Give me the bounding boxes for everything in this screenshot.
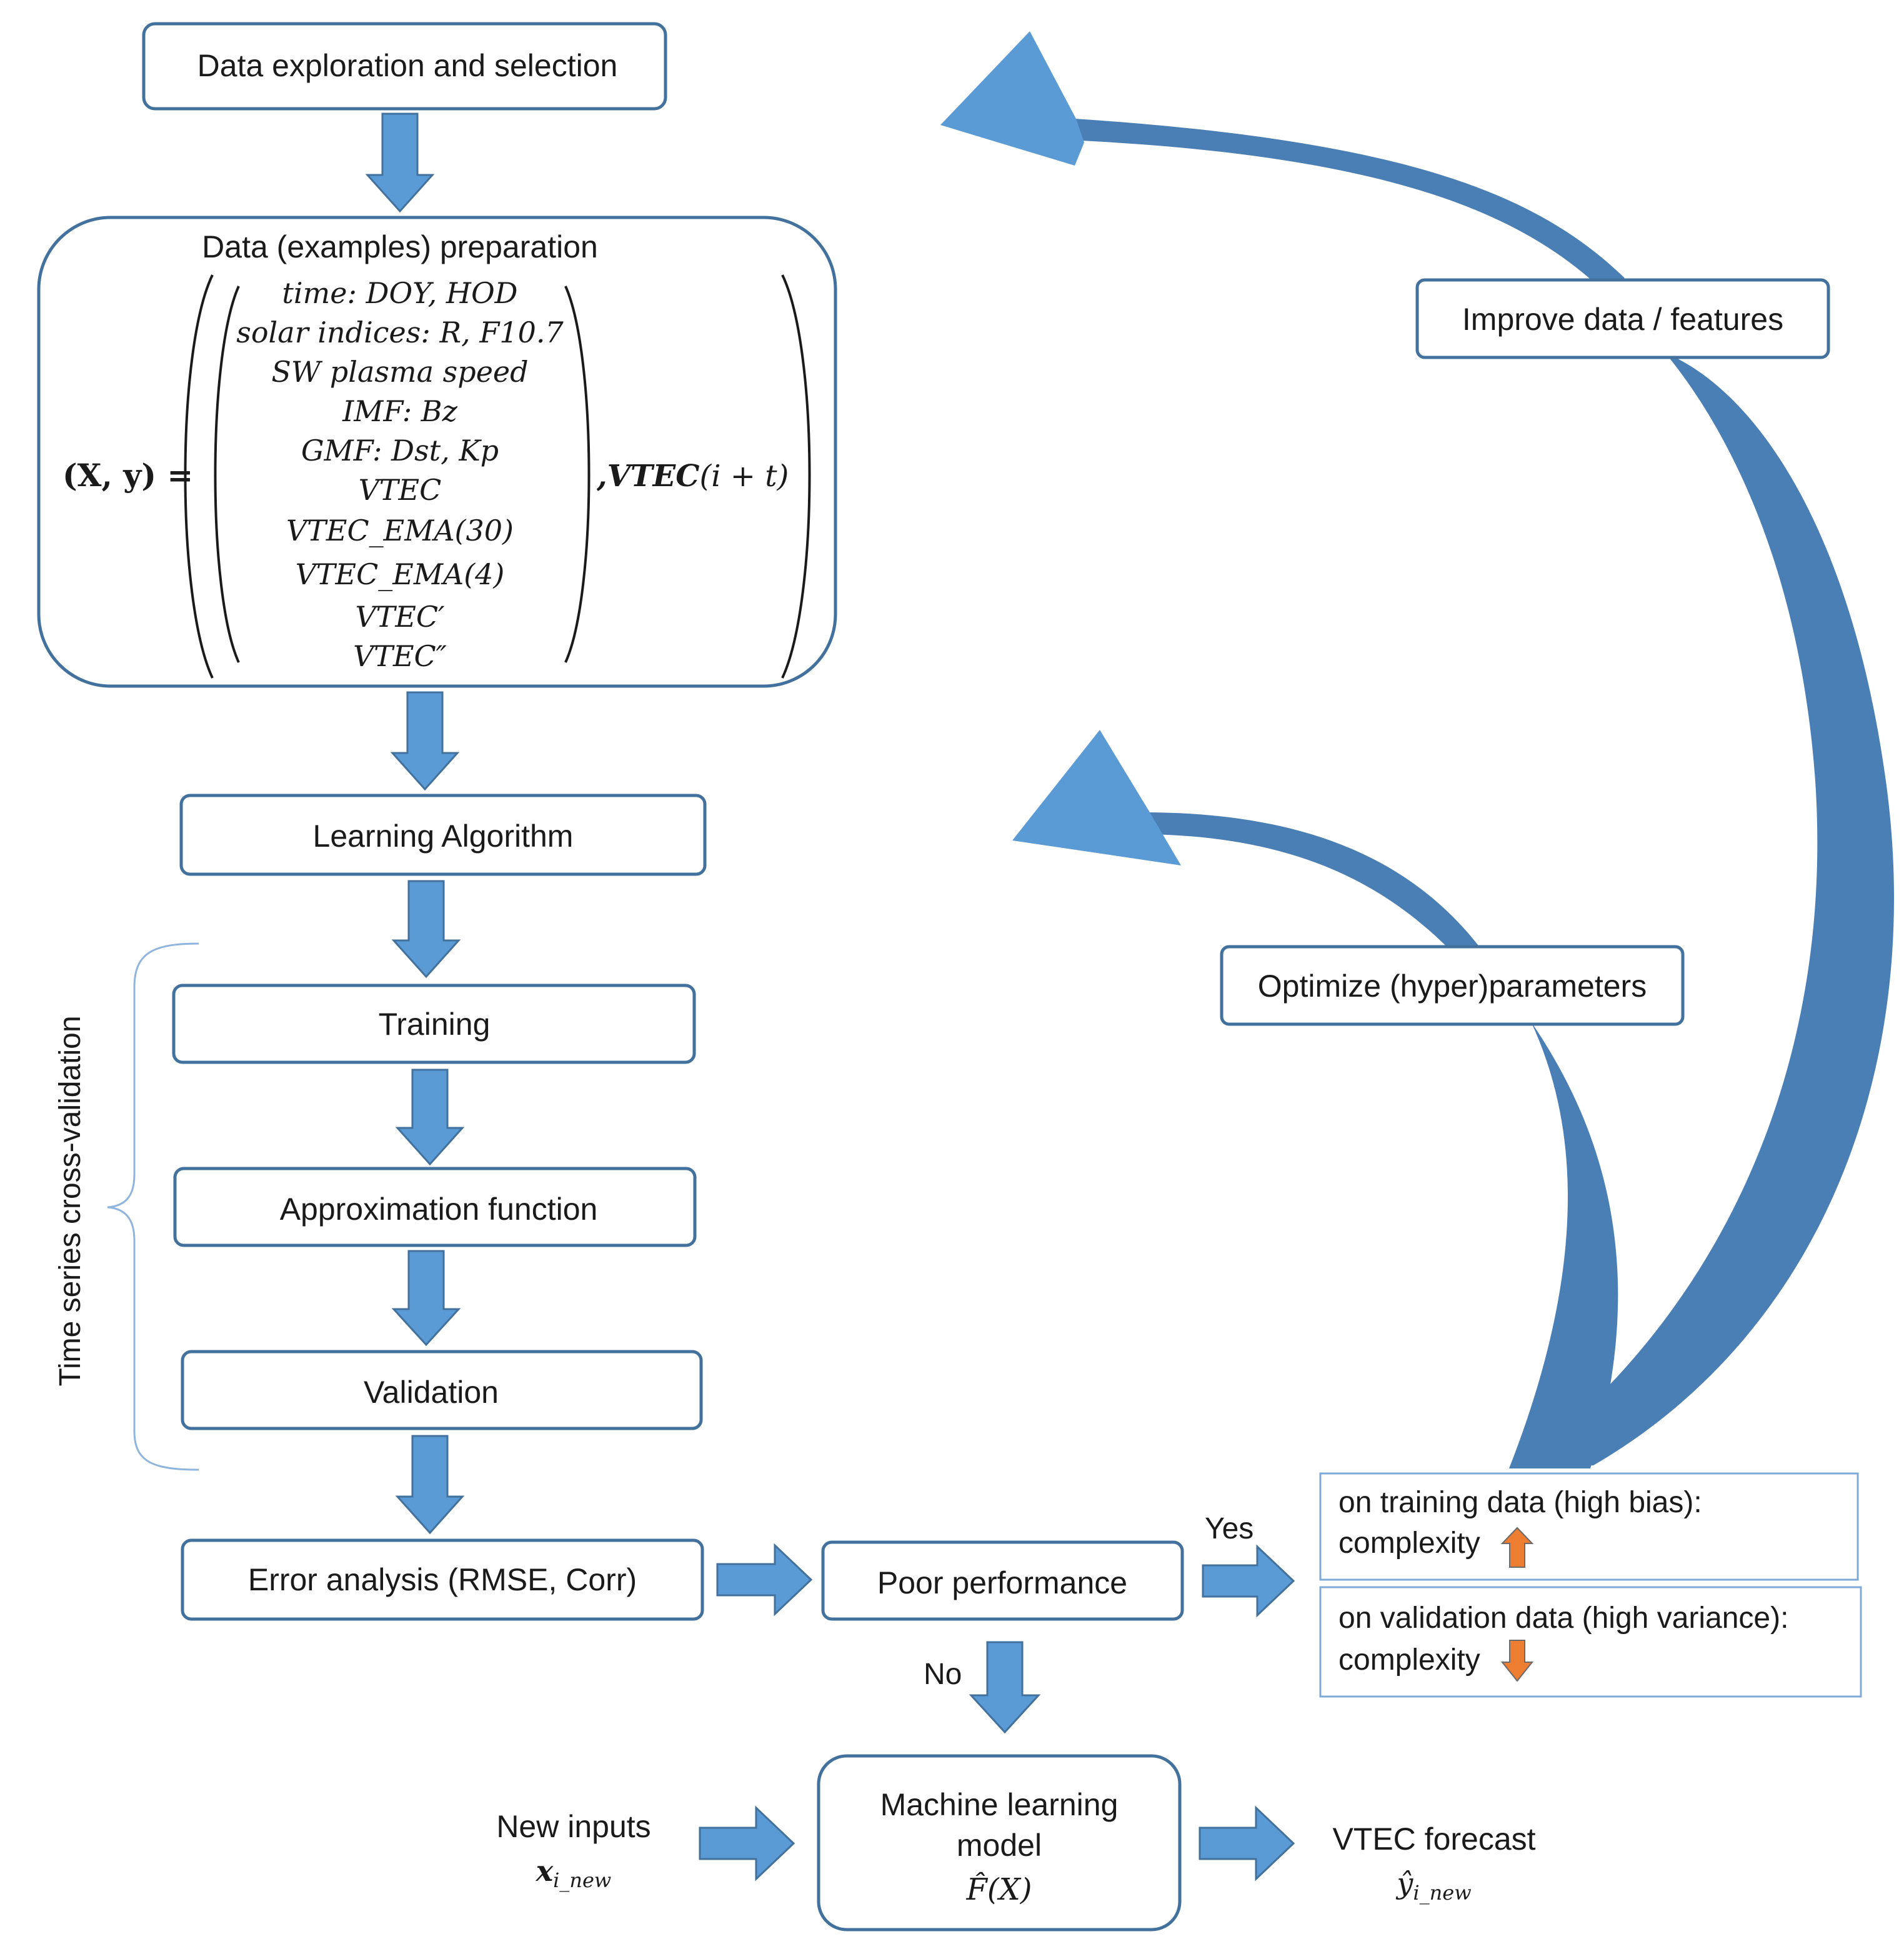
approximation-function-box[interactable]: Approximation function [173,1167,697,1247]
ml-model-label-line1: Machine learning [880,1787,1119,1822]
validation-label: Validation [364,1375,499,1410]
arrow-training-to-approx [395,1069,465,1166]
complexity-up-icon [1500,1527,1534,1568]
ml-model-box[interactable]: Machine learning model F̂(X) [817,1754,1182,1932]
feature-item: VTEC_EMA(30) [286,514,514,547]
learning-algorithm-box[interactable]: Learning Algorithm [179,794,707,876]
outer-left-paren [184,274,214,679]
improve-loop-arrow [940,31,1895,1468]
validation-remedy-line1: on validation data (high variance): [1338,1602,1788,1635]
complexity-down-icon [1500,1640,1534,1682]
data-exploration-box[interactable]: Data exploration and selection [142,22,667,111]
arrow-model-to-forecast [1199,1805,1295,1882]
feature-item: VTEC′ [355,600,445,634]
training-remedy-line1: on training data (high bias): [1338,1486,1702,1519]
arrow-poor-to-model [969,1641,1041,1734]
training-label: Training [379,1007,491,1042]
vtec-forecast-label: VTEC forecast [1332,1822,1535,1857]
arrow-inputs-to-model [699,1805,795,1882]
validation-box[interactable]: Validation [181,1350,703,1430]
outer-right-paren [781,274,811,679]
arrow-explore-to-prep [365,112,435,213]
arrow-validation-to-error [395,1435,465,1535]
optimize-params-box[interactable]: Optimize (hyper)parameters [1220,945,1685,1026]
training-box[interactable]: Training [172,984,696,1064]
arrow-prep-to-learning [390,691,460,791]
cv-bracket [107,942,199,1471]
approximation-function-label: Approximation function [280,1192,598,1227]
poor-performance-box[interactable]: Poor performance [821,1540,1184,1621]
improve-data-box[interactable]: Improve data / features [1415,278,1830,359]
feature-list: time: DOY, HOD solar indices: R, F10.7 S… [236,276,564,673]
inner-right-paren [564,286,591,663]
feature-item: GMF: Dst, Kp [301,434,499,467]
yes-label: Yes [1205,1512,1254,1545]
vtec-forecast-symbol: ŷi_new [1395,1867,1471,1905]
optimize-loop-arrow [1012,730,1618,1468]
feature-item: SW plasma speed [271,355,528,389]
inner-left-paren [214,286,240,663]
formula-lhs: (X, y) = [62,457,193,494]
no-label: No [924,1658,962,1691]
feature-item: IMF: Bz [342,394,457,428]
formula-target: ,VTEC(i + t) [596,459,789,494]
feature-item: VTEC [359,473,442,507]
arrow-learning-to-training [391,880,461,979]
feature-item: VTEC″ [353,639,447,673]
cv-label: Time series cross-validation [54,1015,87,1386]
feature-item: VTEC_EMA(4) [296,557,505,591]
arrow-poor-to-remedies [1202,1544,1295,1618]
data-preparation-title: Data (examples) preparation [202,229,598,264]
new-inputs-label: New inputs [496,1809,650,1844]
poor-performance-label: Poor performance [877,1565,1127,1600]
error-analysis-label: Error analysis (RMSE, Corr) [248,1562,637,1597]
feature-item: time: DOY, HOD [282,276,517,310]
feature-item: solar indices: R, F10.7 [236,316,564,349]
training-remedy-box: on training data (high bias): complexity [1319,1472,1859,1581]
error-analysis-box[interactable]: Error analysis (RMSE, Corr) [181,1538,704,1621]
validation-remedy-box: on validation data (high variance): comp… [1319,1586,1862,1698]
data-preparation-box[interactable]: Data (examples) preparation (X, y) = tim… [37,216,837,688]
arrow-error-to-poor [716,1543,813,1617]
ml-model-symbol: F̂(X) [966,1871,1032,1907]
new-inputs-symbol: xi_new [536,1854,612,1892]
arrow-approx-to-validation [391,1250,461,1347]
ml-model-label-line2: model [957,1828,1042,1863]
learning-algorithm-label: Learning Algorithm [313,819,574,854]
training-remedy-line2: complexity [1338,1527,1480,1560]
validation-remedy-line2: complexity [1338,1643,1480,1677]
data-exploration-label: Data exploration and selection [197,48,618,83]
improve-data-label: Improve data / features [1462,302,1783,337]
optimize-params-label: Optimize (hyper)parameters [1258,969,1647,1004]
